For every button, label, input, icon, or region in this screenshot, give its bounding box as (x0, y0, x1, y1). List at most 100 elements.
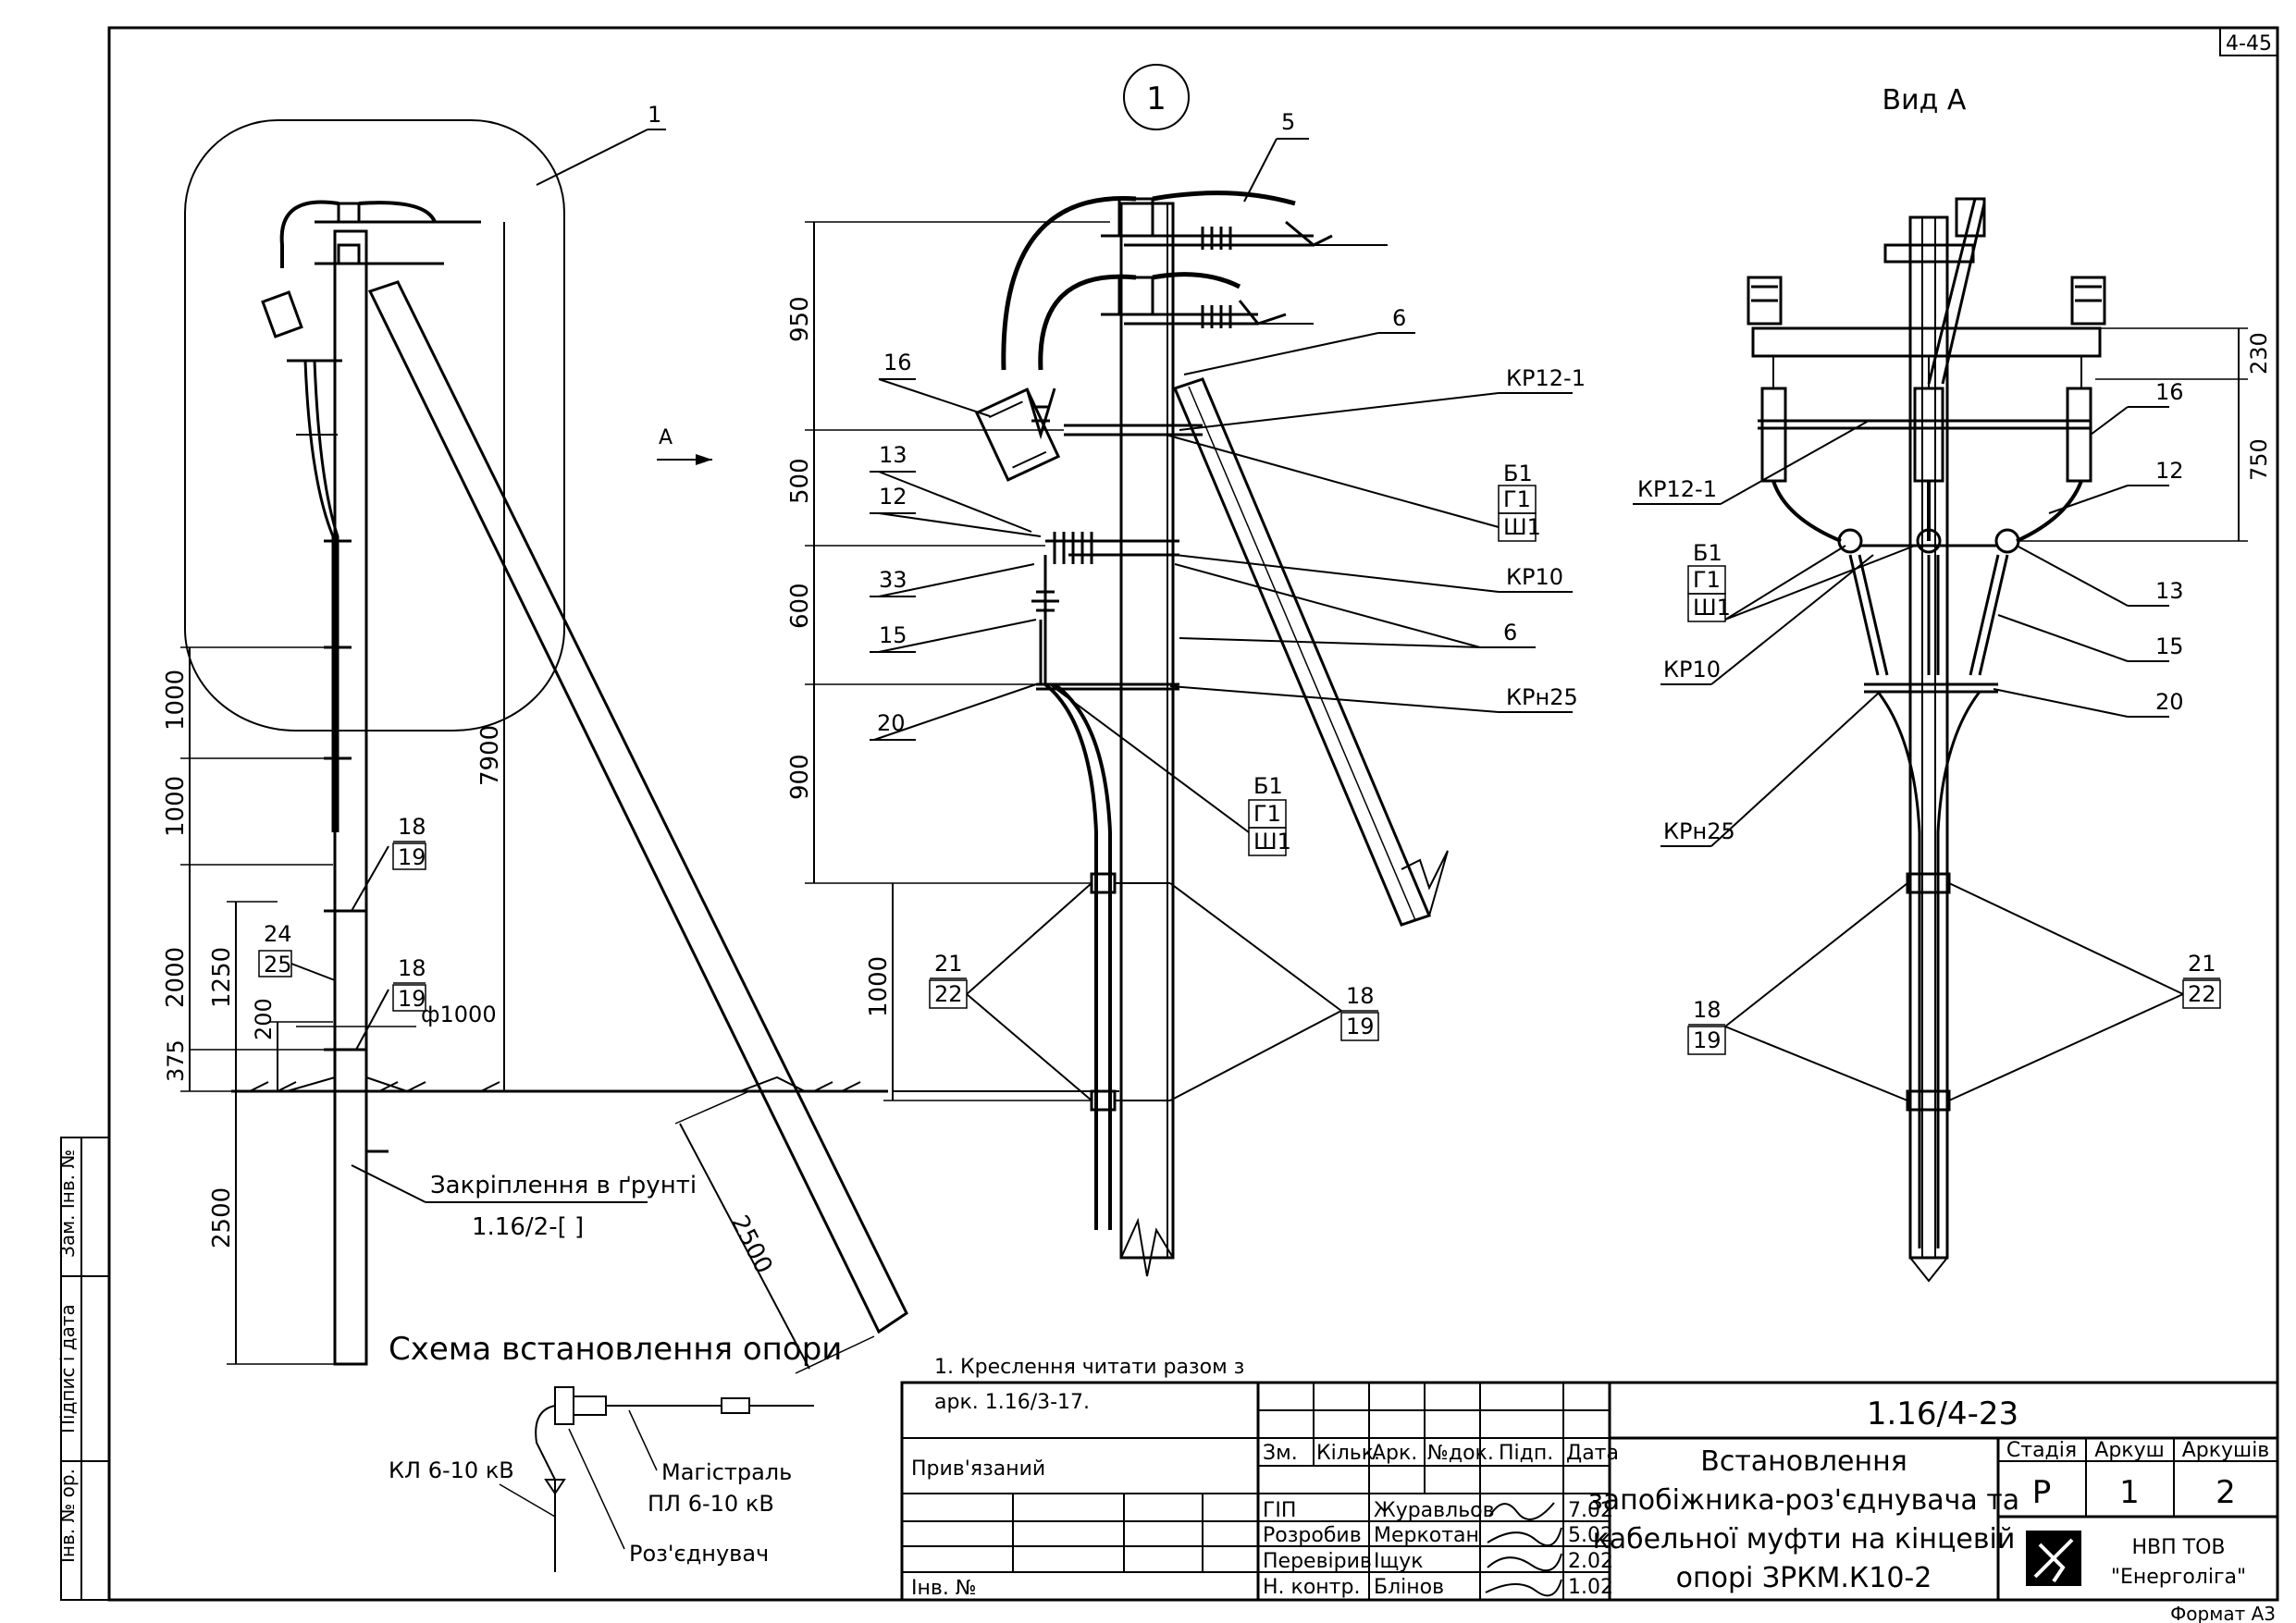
detail-label-kpn25: КРн25 (1506, 684, 1578, 710)
detail-label-12: 12 (879, 484, 907, 510)
stamp-date-1: 5.02 (1568, 1524, 1613, 1547)
view-a-label-22: 22 (2188, 981, 2216, 1007)
dim-7900: 7900 (476, 725, 504, 786)
sheet-code-top: 4-45 (2226, 32, 2272, 55)
detail-label-33: 33 (879, 567, 907, 593)
view-a-label-kp12: КР12-1 (1637, 476, 1717, 502)
anchoring-ref: 1.16/2-[ ] (472, 1213, 584, 1241)
detail-view: 1 (786, 64, 1586, 1277)
dim-1250: 1250 (208, 947, 236, 1008)
view-a-label-kp10: КР10 (1663, 657, 1721, 682)
view-a-label-15: 15 (2155, 633, 2184, 659)
detail-oval (184, 119, 565, 732)
stamp-role-0: ГІП (1263, 1499, 1296, 1522)
scheme-main2: ПЛ 6-10 кВ (648, 1491, 774, 1517)
stamp-sheets-head: Аркушів (2182, 1439, 2270, 1462)
stamp-date-0: 7.02 (1568, 1499, 1613, 1522)
detail-label-16: 16 (883, 350, 912, 375)
stamp-role-1: Розробив (1263, 1524, 1362, 1547)
stamp-org2: "Енерголіга" (2111, 1566, 2246, 1589)
stamp-sheets: 2 (2216, 1474, 2236, 1511)
stamp-title-line1: Встановлення (1700, 1445, 1907, 1478)
detail-dim-600: 600 (786, 583, 814, 629)
view-a-title: Вид А (1882, 84, 1967, 117)
side-sign-label: Підпис і дата (56, 1304, 79, 1433)
detail-label-15: 15 (879, 622, 907, 648)
signature-marks (1485, 1502, 1562, 1597)
detail-label-kp10: КР10 (1506, 564, 1563, 590)
dim-200: 200 (251, 998, 277, 1040)
view-a-label-kpn25: КРн25 (1663, 818, 1735, 844)
label-d1000: ф1000 (421, 1002, 497, 1027)
detail-label-g1b: Г1 (1253, 801, 1281, 827)
detail-label-g1: Г1 (1503, 486, 1531, 512)
note-block: 1. Креслення читати разом з арк. 1.16/3-… (934, 1356, 1244, 1414)
view-a-label-18: 18 (1693, 997, 1722, 1023)
label-19b: 19 (398, 986, 426, 1012)
pole-view-a (1908, 215, 1949, 1260)
side-strip: Інв. № ор. Підпис і дата Зам. Інв. № (56, 1137, 110, 1601)
detail-dim-900: 900 (786, 754, 814, 800)
detail-label-b1b: Б1 (1253, 773, 1283, 799)
side-inv-label: Інв. № ор. (56, 1469, 79, 1563)
pole-left (333, 229, 368, 1366)
detail-label-kp12: КР12-1 (1506, 365, 1586, 391)
label-25: 25 (264, 952, 292, 977)
view-a-label-sh1: Ш1 (1693, 595, 1731, 621)
detail-label-b1: Б1 (1503, 461, 1533, 486)
view-a-dim-230: 230 (2246, 332, 2272, 375)
detail-dim-500: 500 (786, 458, 814, 504)
note-line2: арк. 1.16/3-17. (934, 1391, 1090, 1414)
stamp-name-3: Блінов (1374, 1576, 1444, 1599)
stamp-head-ark: Арк. (1372, 1442, 1417, 1465)
stamp-role-2: Перевірив (1263, 1550, 1372, 1573)
detail-label-22: 22 (934, 981, 963, 1007)
detail-label-6a: 6 (1392, 305, 1406, 331)
scheme-switch: Роз'єднувач (629, 1541, 769, 1567)
detail-dim-950: 950 (786, 296, 814, 342)
anchoring-title: Закріплення в ґрунті (430, 1172, 697, 1199)
installation-scheme: Схема встановлення опори КЛ 6-10 кВ Магі… (389, 1331, 842, 1572)
stamp-title-line4: опорі ЗРКМ.К10-2 (1676, 1562, 1932, 1594)
view-a-label-21: 21 (2188, 951, 2216, 977)
title-block: Прив'язаний Інв. № Зм. Кільк. Арк. №док.… (900, 1381, 2279, 1602)
stamp-title-line3: кабельної муфти на кінцевій (1593, 1523, 2016, 1555)
dim-1000-b: 1000 (162, 776, 190, 837)
detail-label-sh1b: Ш1 (1253, 829, 1291, 855)
view-a-label-16: 16 (2155, 379, 2184, 405)
note-line1: 1. Креслення читати разом з (934, 1356, 1244, 1379)
stamp-name-1: Меркотан (1374, 1524, 1479, 1547)
scheme-title: Схема встановлення опори (389, 1331, 842, 1368)
label-18a: 18 (398, 814, 426, 840)
stamp-date-3: 1.02 (1568, 1576, 1613, 1599)
detail-label-sh1: Ш1 (1503, 514, 1541, 540)
view-a-label-12: 12 (2155, 458, 2184, 484)
dim-2000: 2000 (162, 947, 190, 1008)
arrow-a-icon (696, 454, 712, 465)
view-a-label-20: 20 (2155, 689, 2184, 715)
stamp-head-ndok: №док. (1427, 1442, 1494, 1465)
detail-label-5: 5 (1281, 109, 1295, 135)
stamp-name-2: Іщук (1374, 1550, 1424, 1573)
stamp-head-pidp: Підп. (1499, 1442, 1553, 1465)
callout-1: 1 (648, 102, 661, 128)
view-a-label-13: 13 (2155, 578, 2184, 604)
stamp-linked-label: Прив'язаний (911, 1457, 1045, 1481)
stamp-stage-head: Стадія (2006, 1439, 2077, 1462)
arrow-a-label: А (659, 426, 673, 449)
dim-2500-depth: 2500 (208, 1187, 236, 1248)
detail-label-19: 19 (1346, 1014, 1375, 1039)
view-a-label-b1: Б1 (1693, 540, 1722, 566)
scheme-main1: Магістраль (661, 1459, 792, 1485)
org-logo-icon (2026, 1531, 2081, 1586)
stamp-sheet-head: Аркуш (2094, 1439, 2164, 1462)
stamp-name-0: Журавльов (1374, 1499, 1495, 1522)
detail-label-13: 13 (879, 442, 907, 468)
stamp-role-3: Н. контр. (1263, 1576, 1360, 1599)
detail-label-18: 18 (1346, 983, 1375, 1009)
stamp-head-kilk: Кільк. (1316, 1442, 1380, 1465)
side-zam-label: Зам. Інв. № (56, 1150, 79, 1258)
view-a-label-19: 19 (1693, 1027, 1722, 1053)
view-a: Вид А (1633, 84, 2272, 1283)
